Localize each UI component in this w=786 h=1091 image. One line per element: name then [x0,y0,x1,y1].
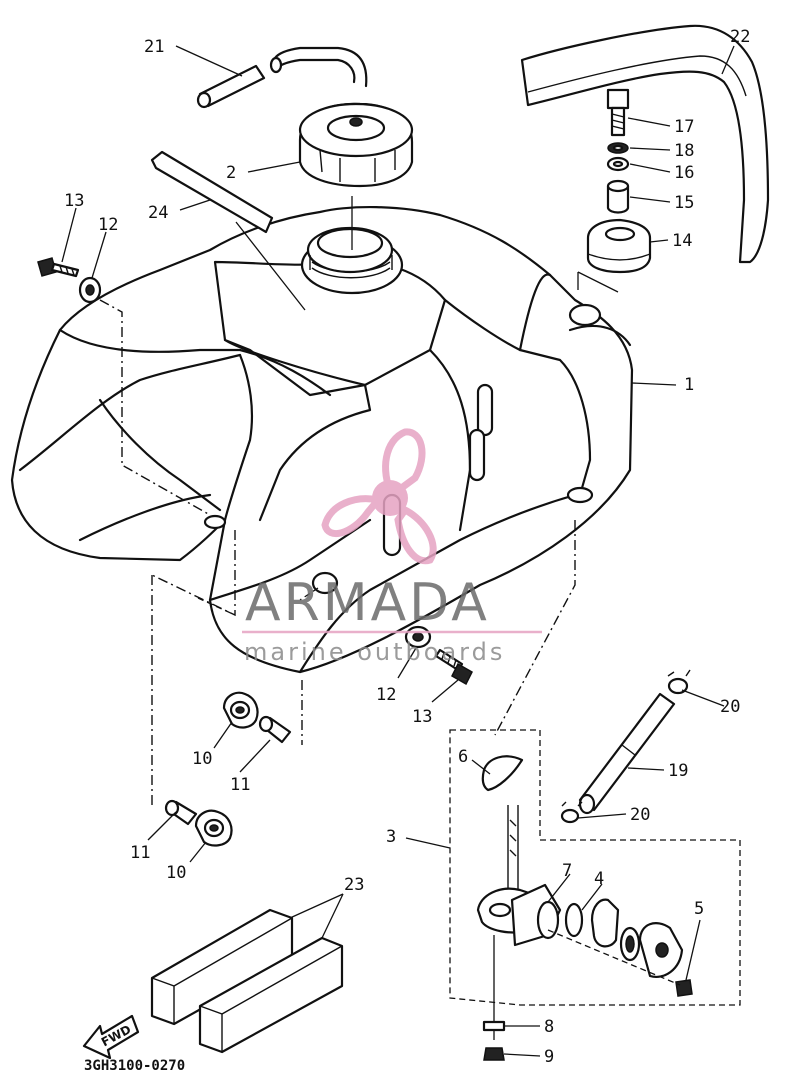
callout-14: 14 [672,231,692,251]
callout-12-top: 12 [98,215,118,235]
bolt-top-left [37,257,102,304]
callout-20-lower: 20 [630,805,650,825]
watermark-brand: ARMADA [245,573,490,633]
callout-16: 16 [674,163,694,183]
vent-hose [196,64,266,109]
leader-lines [61,45,735,1057]
callout-20-upper: 20 [720,697,740,717]
assembly-lines [99,299,576,805]
callout-15: 15 [674,193,694,213]
callout-13-top: 13 [64,191,84,211]
watermark: ARMADA marine outboards [242,428,542,666]
callout-6: 6 [458,747,468,767]
callout-11-upper: 11 [230,775,250,795]
collar-lower [164,799,198,826]
callout-19: 19 [668,761,688,781]
bolt-stack [577,88,652,293]
damper-lower [194,809,233,847]
collar-upper [258,715,292,744]
callout-5: 5 [694,899,704,919]
callout-10-upper: 10 [192,749,212,769]
sponge-pads [150,908,344,1054]
callout-7: 7 [562,861,572,881]
callout-21: 21 [144,37,164,57]
callout-18: 18 [674,141,694,161]
callout-4: 4 [594,869,604,889]
callouts: 21 2 24 22 13 12 17 18 16 15 14 1 12 13 … [64,27,750,1074]
callout-23: 23 [344,875,364,895]
callout-12-mid: 12 [376,685,396,705]
watermark-tagline: marine outboards [244,638,505,666]
callout-22: 22 [730,27,750,47]
callout-24: 24 [148,203,168,223]
callout-11-lower: 11 [130,843,150,863]
callout-9: 9 [544,1047,554,1067]
callout-13-mid: 13 [412,707,432,727]
damper-strip [150,150,306,311]
callout-10-lower: 10 [166,863,186,883]
damper-upper [222,691,259,729]
propeller-logo [321,428,437,565]
callout-17: 17 [674,117,694,137]
hose-clip-lower [560,801,583,824]
diagram-code: 3GH3100-0270 [84,1058,185,1074]
callout-8: 8 [544,1017,554,1037]
fuel-hose [578,692,676,815]
fuel-cap [269,46,414,250]
tank-band [520,24,770,264]
callout-1: 1 [684,375,694,395]
hose-clip-upper [667,669,691,695]
fwd-arrow: FWD [82,1014,140,1060]
callout-2: 2 [226,163,236,183]
fuel-tank [10,206,634,674]
callout-3: 3 [386,827,396,847]
fuel-cock-group-box [449,729,741,1061]
